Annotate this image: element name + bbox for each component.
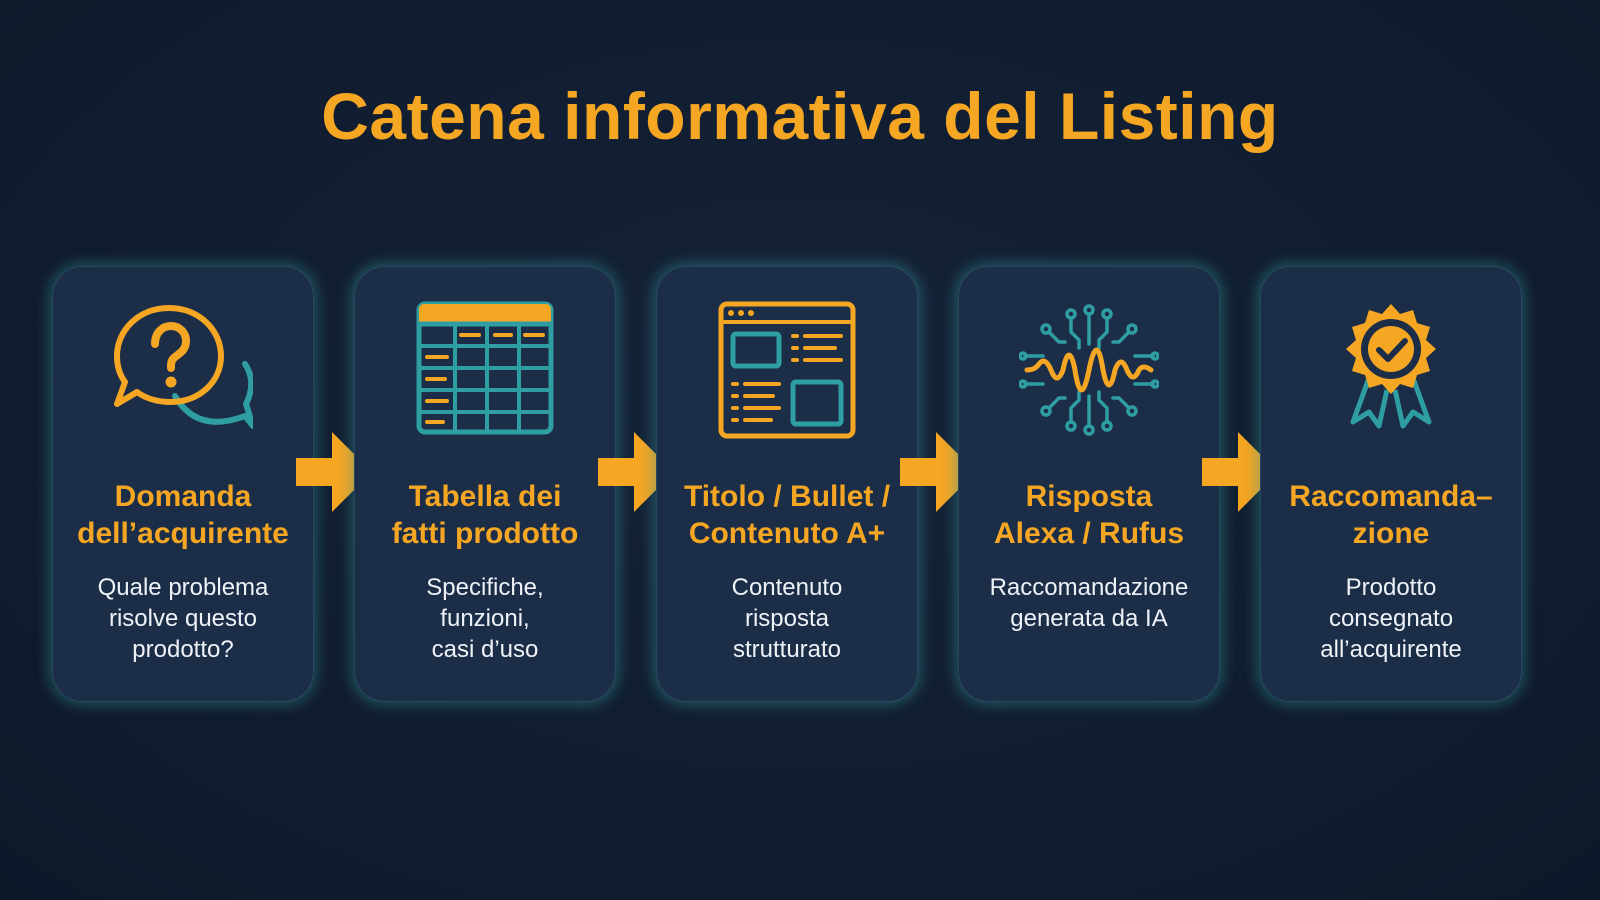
step-heading: Titolo / Bullet / Contenuto A+ <box>683 480 891 550</box>
ai-waveform-icon <box>1019 300 1159 440</box>
step-card-recommendation: Raccomanda– zione Prodotto consegnato al… <box>1260 266 1522 702</box>
step-description: Quale problema risolve questo prodotto? <box>97 574 269 663</box>
question-chat-icon <box>113 300 253 440</box>
step-description: Prodotto consegnato all’acquirente <box>1320 574 1462 663</box>
arrow-right-icon <box>596 430 676 514</box>
arrow-right-icon <box>898 430 978 514</box>
step-card-listing-content: Titolo / Bullet / Contenuto A+ Contenuto… <box>656 266 918 702</box>
table-icon <box>415 300 555 440</box>
step-card-buyer-question: Domanda dell’acquirente Quale problema r… <box>52 266 314 702</box>
step-description: Raccomandazione generata da IA <box>989 574 1189 632</box>
step-description: Specifiche, funzioni, casi d’uso <box>426 574 544 663</box>
step-heading: Risposta Alexa / Rufus <box>993 480 1185 550</box>
content-layout-icon <box>717 300 857 440</box>
step-heading: Raccomanda– zione <box>1289 480 1493 550</box>
step-heading: Tabella dei fatti prodotto <box>391 480 579 550</box>
step-heading: Domanda dell’acquirente <box>77 480 289 550</box>
step-card-fact-table: Tabella dei fatti prodotto Specifiche, f… <box>354 266 616 702</box>
award-badge-icon <box>1321 300 1461 440</box>
arrow-right-icon <box>1200 430 1280 514</box>
step-card-ai-answer: Risposta Alexa / Rufus Raccomandazione g… <box>958 266 1220 702</box>
step-description: Contenuto risposta strutturato <box>731 574 843 663</box>
page-title: Catena informativa del Listing <box>321 79 1279 153</box>
arrow-right-icon <box>294 430 374 514</box>
